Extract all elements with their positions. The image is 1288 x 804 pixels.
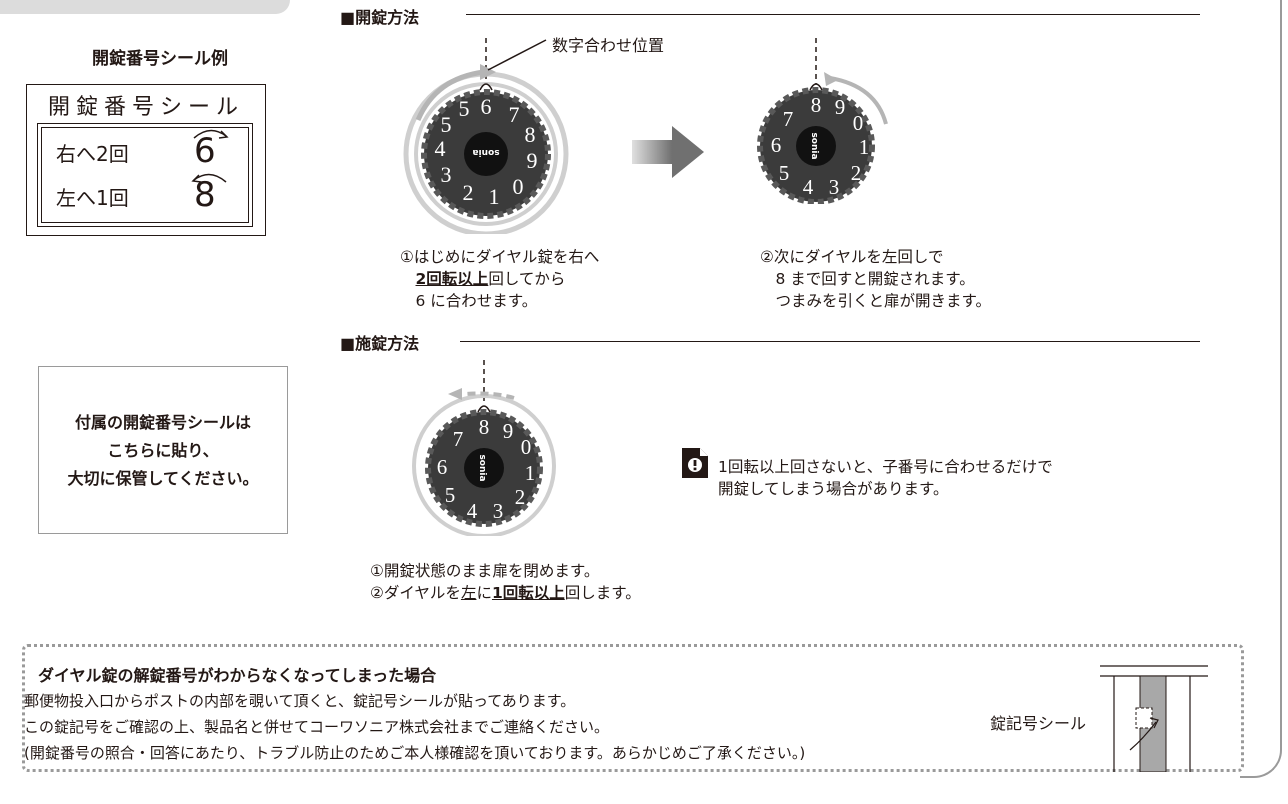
svg-text:9: 9 bbox=[835, 95, 846, 119]
unlock-step2: ②次にダイヤルを左回しで 8 まで回すと開錠されます。 つまみを引くと扉が開きま… bbox=[760, 248, 991, 310]
svg-text:6: 6 bbox=[481, 94, 492, 119]
next-step-arrow bbox=[632, 126, 704, 178]
svg-text:3: 3 bbox=[493, 499, 504, 523]
lock-heading: ■施錠方法 bbox=[340, 334, 420, 353]
svg-text:0: 0 bbox=[521, 435, 532, 459]
page-frame-line bbox=[1280, 0, 1282, 736]
lock-steps: ①開錠状態のまま扉を閉めます。 ②ダイヤルを左に1回転以上回します。 bbox=[370, 560, 641, 604]
svg-text:6: 6 bbox=[771, 133, 782, 157]
svg-text:2: 2 bbox=[463, 180, 474, 205]
svg-text:9: 9 bbox=[503, 419, 514, 443]
unlock-heading-rule bbox=[466, 14, 1200, 15]
svg-text:8: 8 bbox=[811, 93, 822, 117]
post-interior-illustration bbox=[1100, 665, 1208, 772]
lost-number-line2: この錠記号をご確認の上、製品名と併せてコーワソニア株式会社までご連絡ください。 bbox=[24, 718, 610, 736]
lock-warning: 1回転以上回さないと、子番号に合わせるだけで開錠してしまう場合があります。 bbox=[718, 458, 1053, 498]
svg-text:2: 2 bbox=[515, 485, 526, 509]
lock-step2: ②ダイヤルを左に1回転以上回します。 bbox=[370, 584, 641, 602]
page-tab bbox=[0, 0, 290, 14]
sticker-row1-value: 6 bbox=[194, 131, 216, 171]
note-line1: 付属の開錠番号シールは bbox=[74, 413, 251, 432]
unlock-heading: ■開錠方法 bbox=[340, 8, 420, 27]
number-alignment-callout: 数字合わせ位置 bbox=[552, 36, 665, 55]
lock-heading-rule bbox=[460, 341, 1200, 342]
sticker-example-title: 開錠番号シール例 bbox=[92, 49, 228, 69]
svg-text:1: 1 bbox=[525, 461, 536, 485]
lost-number-line3: (開錠番号の照合・回答にあたり、トラブル防止のためご本人様確認を頂いております。… bbox=[24, 744, 806, 762]
svg-text:2: 2 bbox=[851, 161, 862, 185]
unlock-step1: ①はじめにダイヤル錠を右へ 2回転以上回してから 6 に合わせます。 bbox=[400, 248, 600, 310]
note-line2: こちらに貼り、 bbox=[107, 441, 219, 460]
svg-text:3: 3 bbox=[829, 175, 840, 199]
svg-text:sonia: sonia bbox=[809, 132, 819, 159]
callout-leader bbox=[487, 39, 547, 71]
svg-text:7: 7 bbox=[453, 427, 464, 451]
svg-text:7: 7 bbox=[509, 102, 520, 127]
svg-text:0: 0 bbox=[853, 111, 864, 135]
seal-label: 錠記号シール bbox=[990, 714, 1087, 733]
sticker-inner-box: 右へ2回 6 左へ1回 8 bbox=[37, 123, 253, 227]
svg-text:7: 7 bbox=[783, 107, 794, 131]
svg-text:5: 5 bbox=[445, 483, 456, 507]
sticker-heading: 開錠番号シール bbox=[47, 95, 244, 120]
lost-number-title: ダイヤル錠の解錠番号がわからなくなってしまった場合 bbox=[38, 666, 437, 685]
svg-text:8: 8 bbox=[525, 122, 536, 147]
svg-text:8: 8 bbox=[479, 415, 490, 439]
svg-text:1: 1 bbox=[489, 184, 500, 209]
dial-lock-illustration: sonia 8 9 0 1 2 3 4 5 6 7 bbox=[412, 360, 556, 536]
lost-number-notice-box bbox=[22, 644, 1244, 772]
sticker-placement-note: 付属の開錠番号シールは こちらに貼り、 大切に保管してください。 bbox=[38, 366, 288, 534]
svg-text:4: 4 bbox=[435, 136, 446, 161]
svg-text:4: 4 bbox=[803, 175, 814, 199]
sticker-row2-value: 8 bbox=[194, 175, 216, 215]
dial-turn-right-illustration: sonia 6 7 8 9 0 1 2 3 4 5 5 bbox=[403, 38, 569, 234]
dial-turn-left-illustration: sonia 8 9 0 1 2 3 4 5 6 7 bbox=[757, 38, 888, 204]
lock-step1: ①開錠状態のまま扉を閉めます。 bbox=[370, 562, 600, 580]
svg-text:5: 5 bbox=[459, 96, 470, 121]
svg-text:sonia: sonia bbox=[477, 454, 487, 481]
sticker-row2-label: 左へ1回 bbox=[56, 186, 129, 210]
svg-text:0: 0 bbox=[513, 174, 524, 199]
lock-step2-emphasis: 1回転以上 bbox=[491, 584, 565, 602]
svg-text:3: 3 bbox=[441, 162, 452, 187]
svg-text:6: 6 bbox=[437, 455, 448, 479]
svg-text:5: 5 bbox=[441, 112, 452, 137]
svg-text:1: 1 bbox=[859, 135, 870, 159]
svg-text:sonia: sonia bbox=[472, 147, 499, 157]
sticker-row1-label: 右へ2回 bbox=[56, 142, 129, 166]
lost-number-line1: 郵便物投入口からポストの内部を覗いて頂くと、錠記号シールが貼ってあります。 bbox=[24, 692, 576, 710]
note-line3: 大切に保管してください。 bbox=[67, 469, 259, 488]
rotate-left-icon bbox=[191, 173, 227, 183]
page-frame-corner bbox=[1240, 736, 1282, 778]
sticker-example: 開錠番号シール 右へ2回 6 左へ1回 8 bbox=[26, 84, 266, 236]
rotate-right-icon bbox=[193, 129, 229, 139]
svg-text:9: 9 bbox=[527, 148, 538, 173]
unlock-step1-emphasis: 2回転以上 bbox=[415, 270, 489, 288]
warning-document-icon bbox=[682, 448, 708, 478]
svg-text:4: 4 bbox=[467, 499, 478, 523]
svg-text:5: 5 bbox=[779, 161, 790, 185]
